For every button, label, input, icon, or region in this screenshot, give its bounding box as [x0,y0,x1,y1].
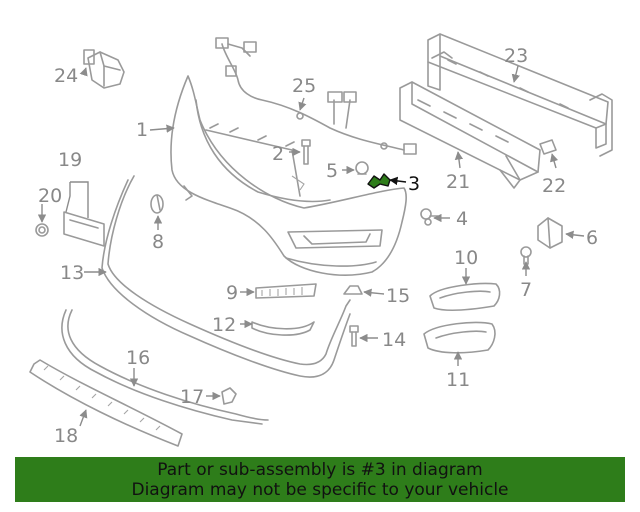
callout-25: 25 [292,75,316,97]
callout-7: 7 [520,279,532,301]
part-14-bolt [349,325,359,347]
callout-15: 15 [386,285,410,307]
part-7-screw [520,246,532,265]
part-12-trim [251,321,315,336]
callout-17: 17 [180,386,204,408]
callout-labels: 24 1 2 3 5 4 6 7 8 9 10 11 12 13 14 15 1… [38,45,598,447]
part-6-bracket [537,217,563,249]
callout-16: 16 [126,347,150,369]
callout-10: 10 [454,247,478,269]
callout-19: 19 [58,149,82,171]
callout-21: 21 [446,171,470,193]
part-24-sensor [83,49,125,89]
part-21-energy-absorber [399,81,541,189]
part-22-clip [539,139,557,155]
callout-6: 6 [586,227,598,249]
callout-1: 1 [136,119,148,141]
callout-8: 8 [152,231,164,253]
banner-line-disclaimer: Diagram may not be specific to your vehi… [131,479,509,500]
part-25-wiring-harness [215,37,417,155]
callout-9: 9 [226,282,238,304]
part-8-clip [150,194,164,214]
callout-18: 18 [54,425,78,447]
callout-24: 24 [54,65,78,87]
part-16-lower-strip [61,309,269,425]
part-13-lower-cover [101,175,351,378]
part-2-bolt [301,139,311,165]
callout-5: 5 [326,160,338,182]
part-9-grille-insert [255,283,317,299]
callout-11: 11 [446,369,470,391]
banner-line-part-number: Part or sub-assembly is #3 in diagram [157,459,483,480]
part-1-bumper-cover [170,75,407,276]
part-23-reinforcement-beam [427,33,613,157]
part-11-lamp-bezel [423,321,496,354]
callout-3-highlighted: 3 [408,173,420,195]
part-4-screw [420,208,439,226]
part-17-clip [221,387,237,405]
part-18-skid-strip [29,359,183,447]
parts-diagram: 24 1 2 3 5 4 6 7 8 9 10 11 12 13 14 15 1… [29,33,613,447]
callout-23: 23 [504,45,528,67]
callout-12: 12 [212,314,236,336]
part-5-clip [355,161,369,175]
part-19-license-bracket [63,211,105,247]
callout-14: 14 [382,329,406,351]
callout-22: 22 [542,175,566,197]
leader-lines [37,65,585,427]
part-15-clip [343,285,363,295]
part-10-lamp-bezel [429,282,501,311]
part-20-screw [35,223,49,237]
part-3-bracket-highlighted [367,173,391,189]
info-banner: Part or sub-assembly is #3 in diagram Di… [15,457,625,502]
callout-2: 2 [272,143,284,165]
callout-13: 13 [60,262,84,284]
callout-4: 4 [456,208,468,230]
callout-20: 20 [38,185,62,207]
